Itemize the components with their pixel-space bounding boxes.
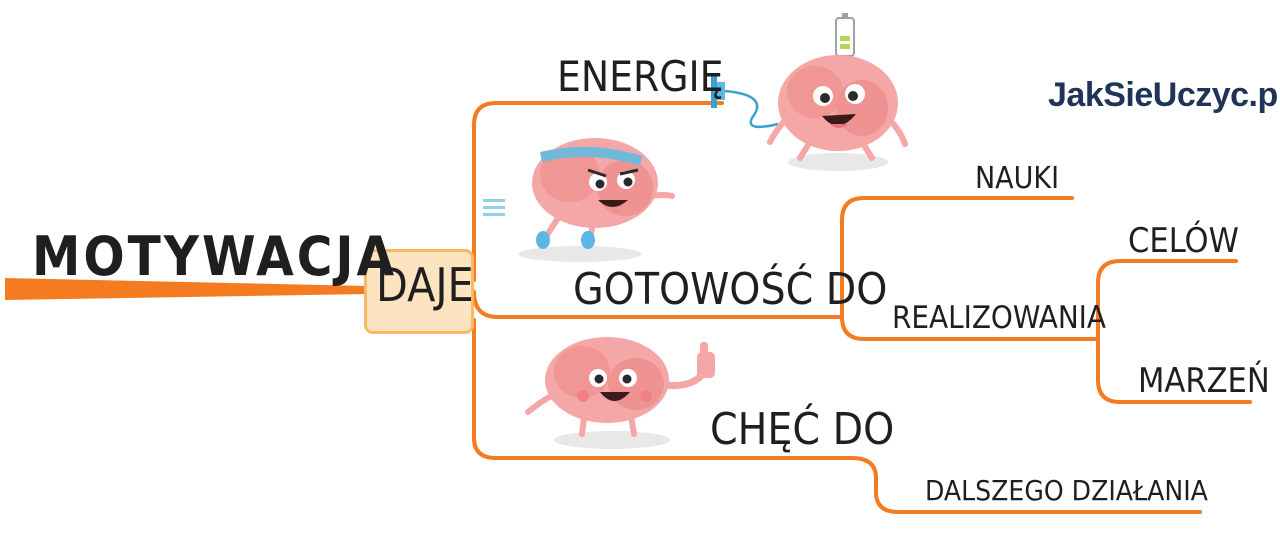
branch-label-dalszego: DALSZEGO DZIAŁANIA: [925, 474, 1208, 507]
branch-label-chec: CHĘĆ DO: [710, 404, 895, 455]
connector-box: [364, 249, 474, 334]
branch-label-nauki: NAUKI: [975, 161, 1060, 196]
branch-label-realizowania: REALIZOWANIA: [892, 300, 1106, 336]
branch-line-celow: [1096, 259, 1238, 341]
root-label: MOTYWACJA: [32, 225, 398, 288]
branch-label-celow: CELÓW: [1128, 221, 1239, 261]
brand-logo-text: JakSieUczyc.pl: [1048, 76, 1280, 114]
branch-line-gotowosc: [472, 290, 844, 319]
battery-icon: [835, 13, 855, 57]
root-branch: [5, 278, 368, 300]
branch-label-marzen: MARZEŃ: [1138, 361, 1270, 401]
branch-label-gotowosc: GOTOWOŚĆ DO: [573, 264, 888, 315]
charging-brain-icon: [767, 55, 908, 171]
branch-line-realizowania: [840, 315, 1100, 341]
plug-icon: [711, 74, 779, 129]
branch-line-nauki: [840, 196, 1074, 319]
branch-line-marzen: [1096, 337, 1252, 404]
branch-line-dalszego: [850, 456, 1202, 514]
branch-label-energie: ENERGIĘ: [557, 52, 724, 101]
connector-label: DAJE: [376, 258, 474, 312]
branch-line-chec: [472, 318, 854, 460]
running-brain-icon: [483, 138, 675, 262]
branch-line-energie: [472, 101, 724, 282]
thumbs-up-brain-icon: [525, 337, 715, 449]
